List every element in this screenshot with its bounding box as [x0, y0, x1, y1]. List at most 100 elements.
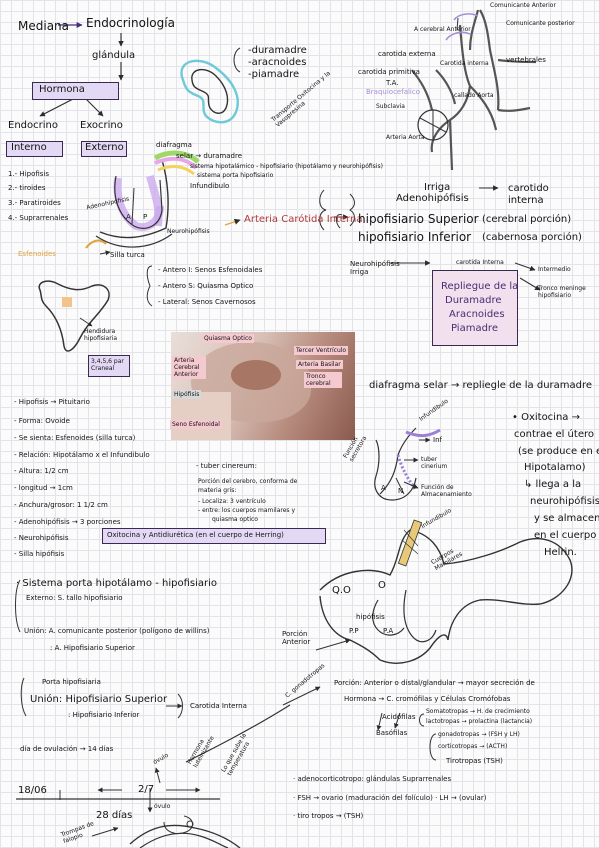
list-item: 1.- Hipofisis [8, 170, 50, 178]
meninges-shape-inner [191, 69, 229, 114]
tronco-label: Tronco meninge hipofisiario [538, 285, 586, 299]
ta-label: T.A. [386, 79, 399, 87]
hip-superior-note: (cerebral porción) [482, 214, 572, 225]
hipofisis-fact: - longitud → 1cm [14, 484, 73, 492]
mediana-label: Mediana [18, 19, 69, 33]
repliegue-item: Aracnoides [449, 309, 505, 320]
craneal-box: 3,4,5,6 par Craneal [88, 355, 130, 377]
porcion-line2: Hormona → C. cromófilas y Células Cromóf… [344, 695, 511, 703]
adenohipofisis-right-label: Adenohipófisis [396, 193, 469, 204]
carotida-interna2-label: carotida Interna [456, 259, 504, 266]
hipofisis-bottom-label: hipófisis [356, 613, 385, 621]
arteria-aorta-label: Arteria Aorta [386, 134, 425, 141]
dia-ovulacion-label: día de ovulación → 14 días [20, 745, 114, 753]
list-item: 3.- Paratiroides [8, 199, 61, 207]
meninges-shape-outer [180, 59, 239, 124]
subclavia-label: Subclavia [376, 103, 405, 110]
repliegue-box: Repliegue de la Duramadre Aracnoides Pia… [432, 270, 518, 346]
oxitocina-line: y se almacena [534, 513, 599, 524]
tuber-entre: - entre: los cuerpos mamilares y [198, 507, 296, 514]
antero-item: - Antero I: Senos Esfenoidales [158, 266, 263, 274]
hipofisis-fact: - Anchura/grosor: 1 1/2 cm [14, 501, 108, 509]
tercer-tag: Tercer Ventrículo [294, 346, 349, 355]
comunicante-anterior-label: Comunicante Anterior [490, 2, 556, 9]
o-label: O [378, 580, 386, 591]
porta-inferior: : Hipofisiario Inferior [68, 711, 140, 719]
porta-union: Unión: Hipofisiario Superior [30, 694, 168, 705]
hipofisis-fact: - Hipofisis → Pituitario [14, 398, 90, 406]
tirotropas-label: Tirotropas (TSH) [446, 757, 503, 765]
carotida-externa-label: carotida externa [378, 50, 436, 58]
hipofisis-fact: - Forma: Ovoide [14, 417, 70, 425]
neurohipofisis-label: Neurohipófisis [167, 228, 210, 235]
diafragma-label: diafragma [156, 141, 192, 149]
repliegue-item: Duramadre [445, 295, 502, 306]
oxitocina-line: ↳ llega a la [524, 479, 582, 490]
endocrinologia-label: Endocrinología [86, 16, 175, 30]
acidofilas-label: Acidófilas [382, 713, 416, 721]
exocrino-label: Exocrino [80, 120, 123, 131]
callado-aorta-label: callado Aorta [454, 92, 494, 99]
porta-carotida: Carotida Interna [190, 702, 247, 710]
hip-inferior-note: (cabernosa porción) [482, 232, 582, 243]
silla-turca-label: Silla turca [110, 251, 145, 259]
antero-item: - Lateral: Senos Cavernosos [158, 298, 256, 306]
hormona-label: Hormona [39, 84, 85, 95]
tuber-quiasma: quiasma optico [212, 516, 258, 523]
irriga-label: Irriga [424, 182, 451, 193]
hip-superior-label: hipofisiario Superior [358, 212, 479, 226]
repliegue-item: Repliegue de la [441, 281, 519, 292]
esfenoides-label: Esfenoides [18, 250, 56, 258]
tuber-loc: - Localiza: 3 ventrículo [198, 498, 266, 505]
intermedio-label: Intermedio [538, 266, 571, 273]
n-mid-label: N [398, 487, 404, 495]
hip-inferior-label: hipofisiario Inferior [358, 230, 472, 244]
gonadotropas-label: gonadotropas → (FSH y LH) [438, 731, 520, 738]
sistema-portal-union: Unión: A. comunicante posterior (polígon… [24, 627, 210, 635]
antero-item: - Antero S: Quiasma Optico [158, 282, 254, 290]
dias-label: 28 días [96, 810, 133, 821]
carotida-interna-top-label: Carotida interna [440, 60, 489, 67]
comunicante-posterior-label: Comunicante posterior [506, 20, 575, 27]
selar-label: selar → duramadre [176, 152, 243, 160]
oxitocina-line: contrae el útero [514, 429, 594, 440]
meninge-item: -piamadre [248, 69, 300, 80]
neurohipofisis-irriga-label: Neurohipófisis Irriga [350, 260, 400, 276]
adeno-label: · adenocorticotropo: glándulas Suprarren… [293, 775, 452, 783]
externo-box: Externo [81, 141, 127, 157]
hipofisis-fact: - Se sienta: Esfenoides (silla turca) [14, 434, 136, 442]
tiro-label: · tiro tropos → (TSH) [293, 812, 364, 820]
glandula-label: glándula [92, 50, 136, 61]
repliegue-item: Piamadre [451, 323, 498, 334]
p-label: P [143, 213, 148, 221]
pp-label: P.P [349, 627, 359, 635]
hipofisis-tag: Hipófisis [172, 390, 202, 399]
interno-box: Interno [6, 141, 63, 157]
infundibulo-label: Infundibulo [190, 182, 230, 190]
hendidura-label: Hendidura hipofisiaria [84, 328, 118, 342]
basofilas-label: Basófilas [376, 729, 408, 737]
oxitocina-line: • Oxitocina → [512, 412, 580, 423]
meninge-item: -aracnoides [248, 57, 307, 68]
date-start: 18/06 [18, 785, 47, 796]
oxitocina-line: neurohipófisis [530, 496, 599, 507]
fsh-label: · FSH → ovario (maduración del folículo)… [293, 794, 487, 802]
funcion-almacenamiento-label: Función de Almacenamiento [421, 484, 472, 498]
neuro-hormones-label: Oxitocina y Antidiurética (en el cuerpo … [107, 531, 284, 539]
oxitocina-line: Hipotalamo) [524, 462, 586, 473]
a-cerebral-anterior-label: A cerebral Anterior [414, 26, 471, 33]
tuber-desc: Porción del cerebro, conforma de [198, 478, 298, 485]
vessel-tree [411, 9, 537, 171]
oxitocina-line: (se produce en el [518, 446, 599, 457]
hipofisis-fact: - Silla hipófisis [14, 550, 65, 558]
arrow [84, 97, 104, 117]
carotido-interna-label: carotido interna [508, 183, 549, 206]
externo-label: Externo [85, 142, 124, 153]
portal-label: sistema porta hipofisiario [197, 172, 274, 179]
sistema-portal-title: · Sistema porta hipotálamo - hipofisiari… [16, 578, 217, 589]
seno-tag: Seno Esfenoidal [170, 420, 222, 429]
date-ovulation: 2/7 [138, 784, 155, 795]
pa-label: P.A [383, 627, 394, 635]
porcion-label: Porción Anterior [282, 630, 311, 646]
